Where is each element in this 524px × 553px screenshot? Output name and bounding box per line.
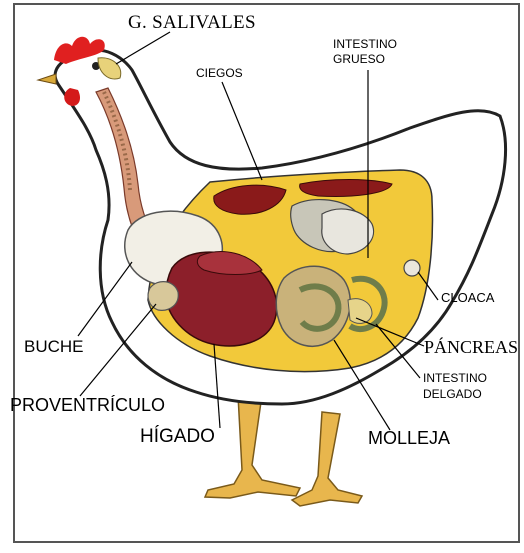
label-intestino-grueso: INTESTINO GRUESO — [333, 37, 413, 67]
cloaca — [404, 260, 420, 276]
label-ciegos: CIEGOS — [196, 67, 243, 79]
wattle — [64, 88, 80, 106]
proventriculus — [148, 282, 178, 311]
label-molleja: MOLLEJA — [368, 429, 450, 447]
label-proventriculo: PROVENTRÍCULO — [10, 396, 165, 414]
label-higado: HÍGADO — [140, 427, 215, 446]
legs — [205, 395, 362, 506]
label-pancreas: PÁNCREAS — [424, 338, 518, 356]
label-buche: BUCHE — [24, 338, 84, 355]
label-intestino-delgado: INTESTINO DELGADO — [423, 370, 513, 402]
beak — [38, 74, 56, 84]
label-glandulas-salivales: G. SALIVALES — [128, 13, 256, 32]
label-cloaca: CLOACA — [441, 291, 494, 304]
